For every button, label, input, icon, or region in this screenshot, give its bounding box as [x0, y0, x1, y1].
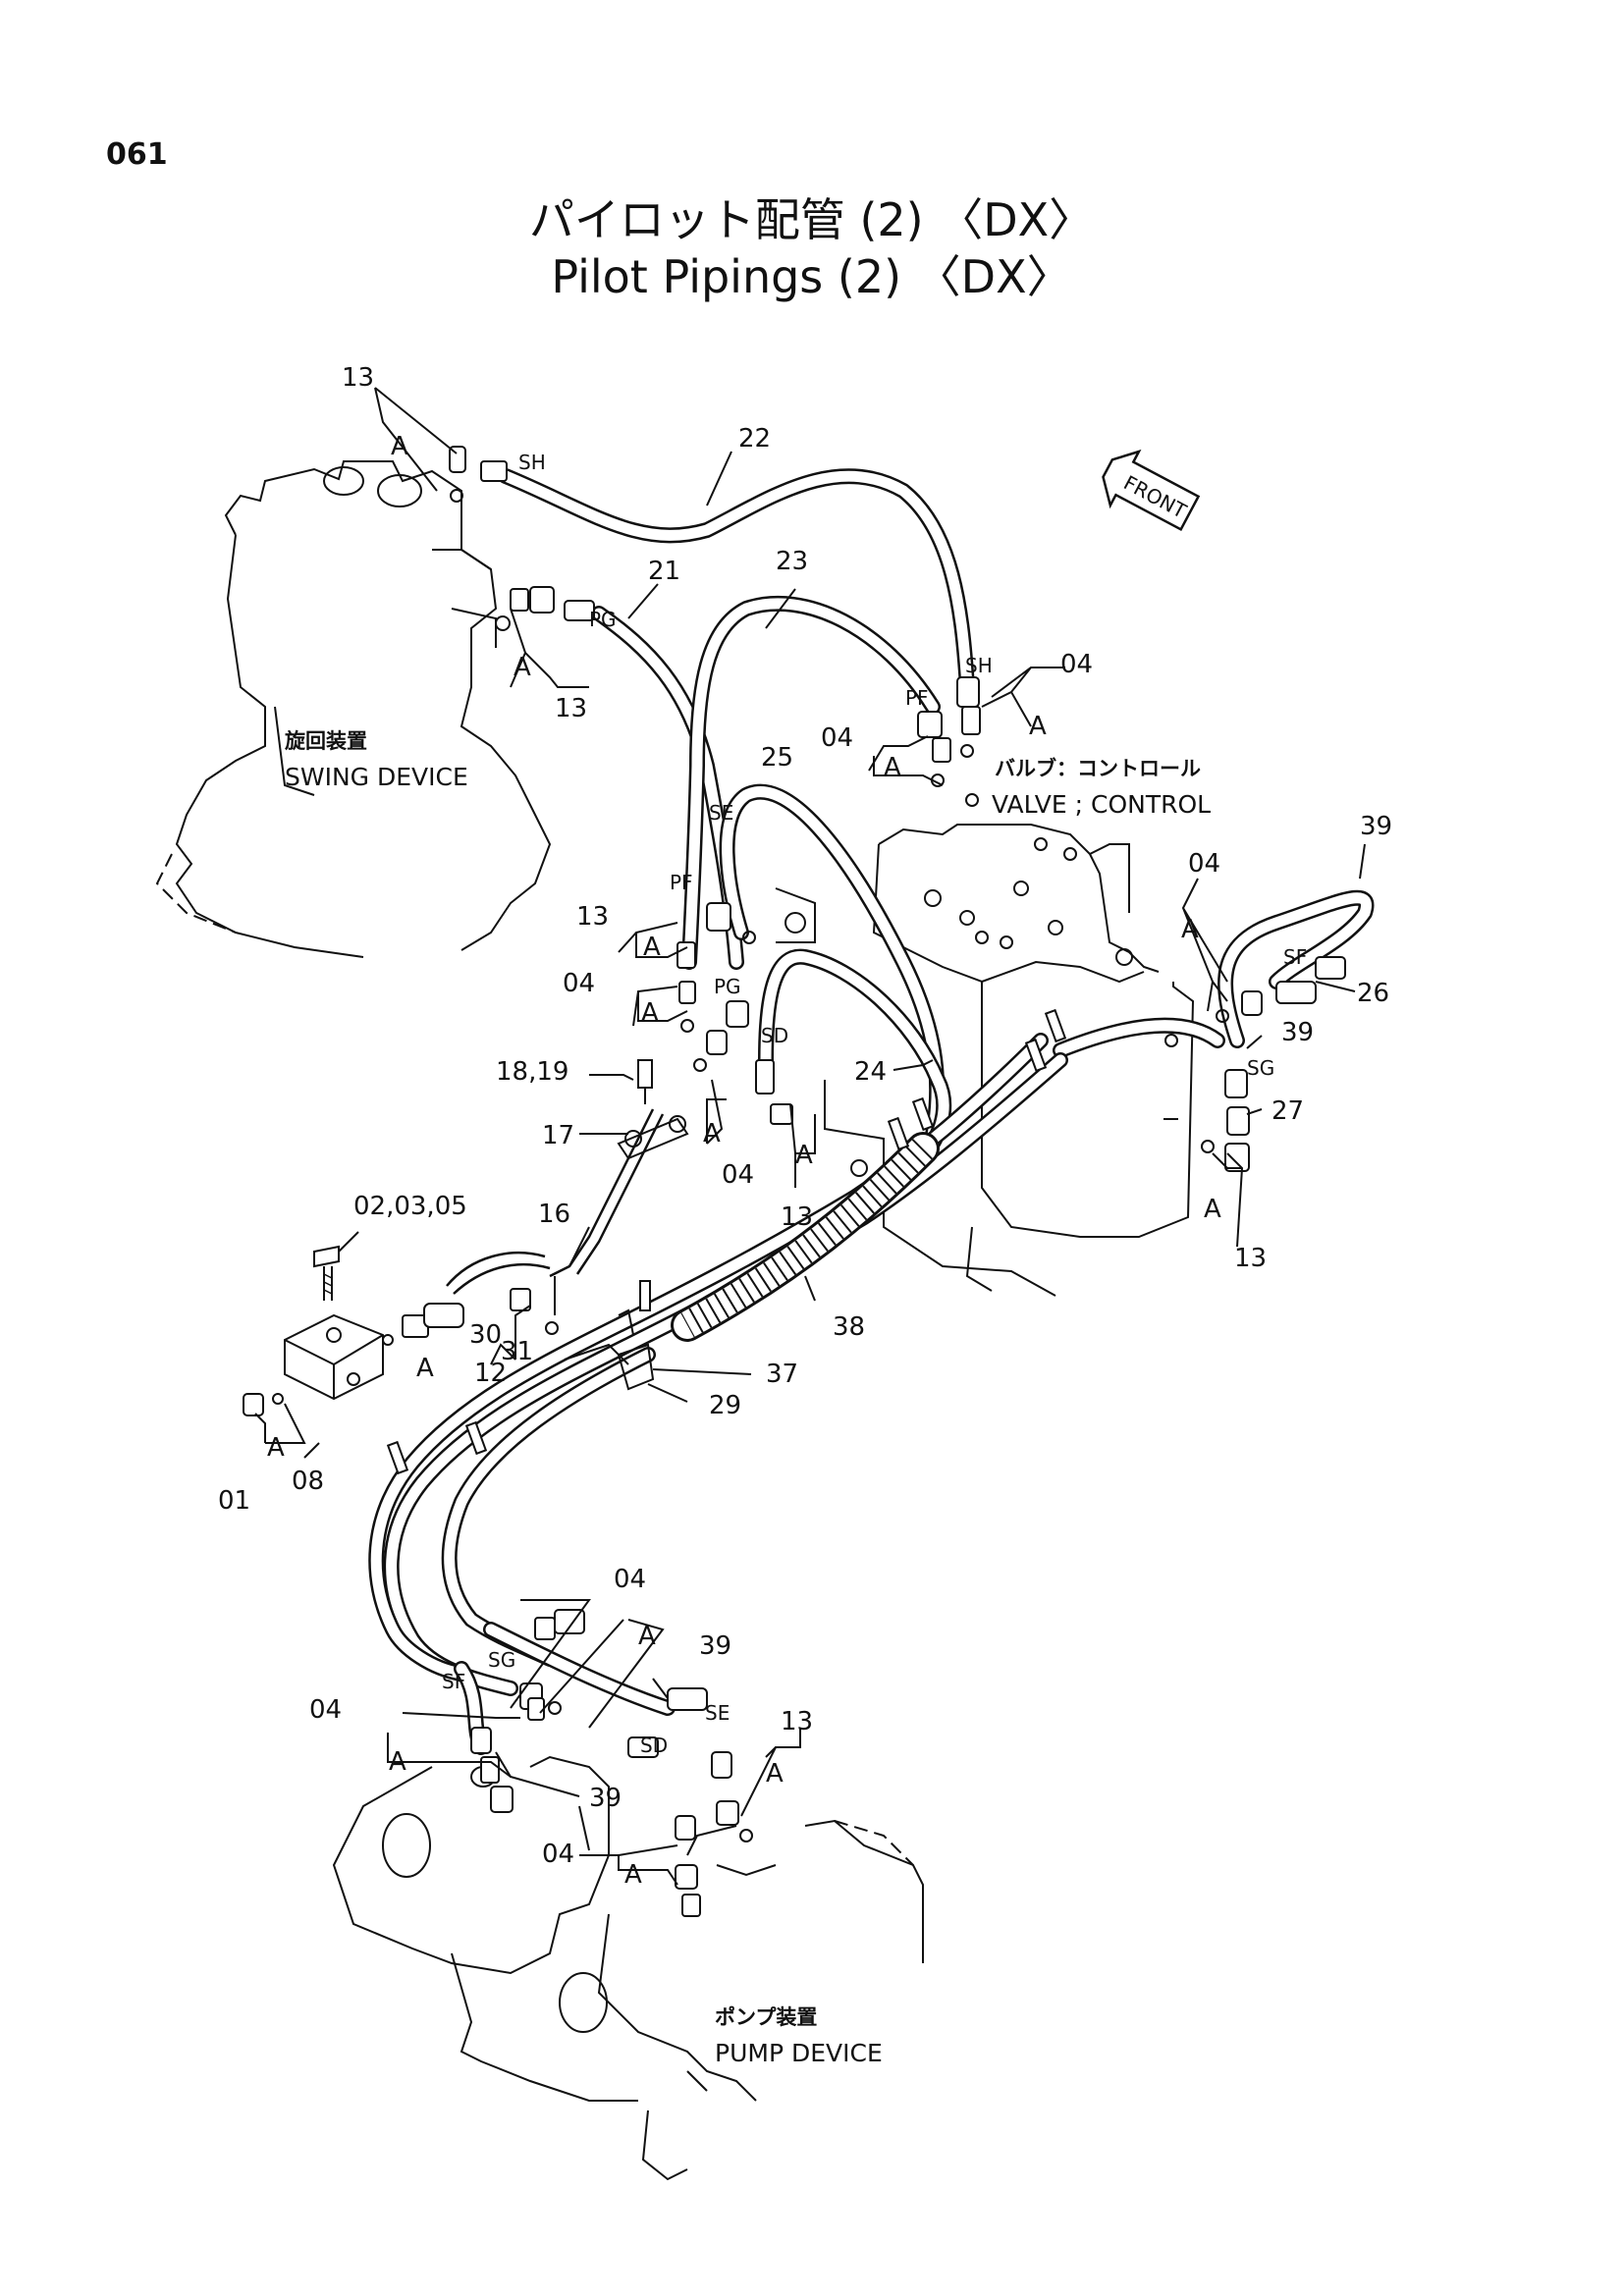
a-marker: A	[1181, 915, 1199, 944]
swing-device-label-en: SWING DEVICE	[285, 763, 468, 791]
swing-device-outline	[155, 460, 552, 958]
a-marker: A	[766, 1759, 784, 1789]
callout-04-valve-right: 04	[1060, 650, 1093, 679]
callout-04-pump-low: 04	[542, 1840, 574, 1869]
port-code-pf-mid: PF	[670, 871, 693, 894]
port-code-sh-top: SH	[518, 451, 546, 474]
control-valve-label-en: VALVE ; CONTROL	[992, 790, 1211, 819]
clamp-17	[617, 1059, 689, 1160]
callout-31: 31	[501, 1337, 533, 1366]
diagram-title-japanese: パイロット配管 (2) 〈DX〉	[528, 193, 1095, 246]
callout-39-top: 39	[1360, 812, 1392, 841]
page-number: 061	[106, 137, 168, 172]
a-marker: A	[641, 998, 659, 1028]
port-code-sh-valve: SH	[965, 654, 993, 677]
callout-38: 38	[833, 1312, 865, 1342]
pump-device-outline	[332, 1755, 924, 2181]
callout-01: 01	[218, 1486, 250, 1516]
a-marker: A	[1204, 1195, 1221, 1224]
plug-01	[243, 1393, 284, 1416]
callout-26: 26	[1357, 979, 1389, 1008]
leader-lines	[254, 387, 1366, 1886]
hose-25	[719, 783, 946, 1166]
a-marker: A	[638, 1622, 656, 1651]
port-code-sg-pump: SG	[488, 1648, 515, 1672]
port-code-sd-pump: SD	[640, 1734, 668, 1757]
diagram-title-english: Pilot Pipings (2) 〈DX〉	[551, 250, 1072, 303]
callout-12: 12	[474, 1359, 507, 1388]
fittings-12-30-31	[382, 1276, 559, 1346]
port-code-pg-top: PG	[589, 608, 617, 631]
callout-16: 16	[538, 1200, 570, 1229]
callout-21: 21	[648, 557, 680, 586]
hose-24	[758, 948, 952, 1166]
bolt-02-03-05	[313, 1245, 340, 1301]
port-code-se-mid: SE	[709, 801, 733, 825]
a-marker: A	[416, 1354, 434, 1383]
hose-39-upper	[1053, 889, 1375, 1058]
callout-04-pump-left: 04	[309, 1695, 342, 1725]
callout-29: 29	[709, 1391, 741, 1420]
callout-30: 30	[469, 1320, 502, 1350]
pipe-16	[446, 1108, 665, 1295]
a-marker: A	[389, 1747, 406, 1777]
callout-24: 24	[854, 1057, 887, 1087]
callout-39-right: 39	[1281, 1018, 1314, 1047]
clamp-29-37	[564, 1280, 655, 1391]
callout-13-right: 13	[1234, 1244, 1267, 1273]
block-08	[284, 1313, 384, 1401]
callout-23: 23	[776, 547, 808, 576]
callout-13-top: 13	[342, 363, 374, 393]
port-code-sf-right: SF	[1283, 945, 1307, 969]
port-code-se-pump: SE	[705, 1701, 730, 1725]
callout-13-pump: 13	[781, 1707, 813, 1736]
pump-device-label-ja: ポンプ装置	[715, 2005, 817, 2029]
control-valve-label-ja: バルブ：コントロール	[995, 757, 1201, 780]
callout-08: 08	[292, 1467, 324, 1496]
callout-13-lower: 13	[781, 1202, 813, 1232]
a-marker: A	[1029, 712, 1047, 741]
port-code-sd-mid: SD	[761, 1024, 788, 1047]
a-marker: A	[703, 1119, 721, 1148]
callout-39-pump-low: 39	[589, 1784, 622, 1813]
fittings	[449, 446, 1346, 1917]
a-marker: A	[884, 753, 901, 782]
port-code-pg-mid: PG	[714, 975, 741, 998]
tie-clips	[386, 1008, 1067, 1475]
a-marker: A	[267, 1433, 285, 1463]
a-marker: A	[643, 933, 661, 962]
hose-22	[498, 468, 975, 695]
callout-18-19: 18,19	[496, 1057, 568, 1087]
callout-13-swing: 13	[555, 694, 587, 723]
a-marker: A	[624, 1860, 642, 1890]
port-code-sf-pump: SF	[442, 1670, 465, 1693]
callout-39-pump: 39	[699, 1631, 731, 1661]
a-marker: A	[391, 432, 408, 461]
callout-25: 25	[761, 743, 793, 773]
corrugated-tube-38	[671, 1132, 940, 1342]
callout-37: 37	[766, 1360, 798, 1389]
callout-04-lower: 04	[722, 1160, 754, 1190]
callout-04-pump: 04	[614, 1565, 646, 1594]
callout-13-mid: 13	[576, 902, 609, 932]
a-marker: A	[795, 1141, 813, 1170]
callout-04-mid: 04	[563, 969, 595, 998]
port-code-sg-right: SG	[1247, 1056, 1274, 1080]
callout-02-03-05: 02,03,05	[353, 1192, 467, 1221]
pump-device-label-en: PUMP DEVICE	[715, 2039, 883, 2067]
control-valve-outline	[775, 824, 1195, 1297]
callout-04-right: 04	[1188, 849, 1220, 879]
a-marker: A	[514, 653, 531, 682]
swing-device-label-ja: 旋回装置	[284, 729, 367, 753]
port-code-pf-top: PF	[905, 686, 929, 710]
front-direction-arrow: FRONT	[1102, 449, 1201, 532]
hose-23	[681, 595, 941, 970]
callout-04-valve-left: 04	[821, 723, 853, 753]
callout-27: 27	[1271, 1096, 1304, 1126]
callout-17: 17	[542, 1121, 574, 1150]
callout-22: 22	[738, 424, 771, 454]
